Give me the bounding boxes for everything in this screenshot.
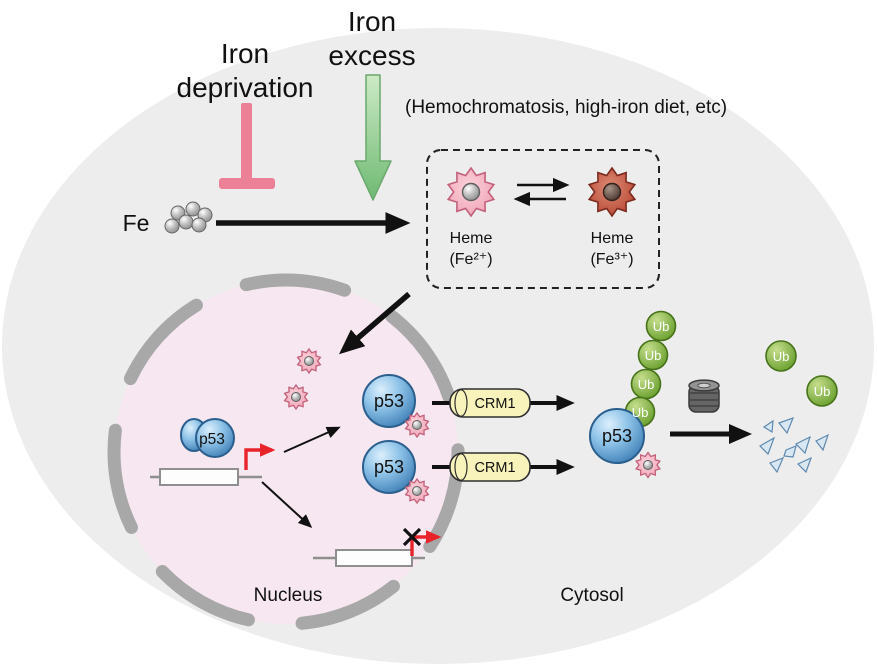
iron-deprivation-label-line1: Iron (221, 38, 269, 69)
p53-free-label-2: p53 (374, 457, 404, 477)
repression-arrow (261, 481, 313, 529)
crm1-channel-2 (449, 452, 531, 482)
cytosol-label: Cytosol (560, 585, 623, 606)
transcription-arrow (244, 443, 276, 470)
heme-fe2-icon (448, 168, 494, 216)
p53-cytosolic-complex (589, 408, 660, 478)
heme-import-arrow (338, 291, 411, 355)
ub-label-2: Ub (645, 348, 662, 363)
nuclear-heme-1 (298, 349, 321, 373)
p53-cytosolic-label: p53 (602, 426, 632, 446)
p53-heme-complex-2 (362, 440, 428, 503)
iron-excess-arrow (354, 74, 392, 201)
heme-fe2-label-line1: Heme (450, 230, 493, 247)
p53-dimer-label: p53 (199, 431, 225, 448)
crm1-channel-1 (449, 388, 531, 418)
p53-free-label-1: p53 (374, 391, 404, 411)
free-ub-label-1: Ub (773, 349, 790, 364)
nuclear-envelope (107, 273, 465, 631)
inhibition-bar (219, 103, 275, 189)
fe-label: Fe (123, 210, 150, 236)
nucleus-label: Nucleus (254, 585, 323, 606)
iron-excess-label-line2: excess (328, 40, 415, 71)
heme-fe3-icon (589, 168, 635, 216)
ub-label-4: Ub (632, 405, 649, 420)
iron-excess-label-line1: Iron (348, 6, 396, 37)
crm1-label-2: CRM1 (474, 460, 515, 476)
p53-heme-complex-1 (362, 374, 428, 437)
fe-particles (164, 201, 213, 234)
induction-arrow (283, 426, 341, 453)
free-ub-icon-2 (806, 375, 838, 407)
gene-active (150, 468, 262, 486)
ub-icon-1 (645, 310, 677, 342)
ub-label-1: Ub (653, 319, 670, 334)
condition-note: (Hemochromatosis, high-iron diet, etc) (405, 97, 727, 118)
p53-dimer (180, 418, 235, 458)
ub-label-3: Ub (638, 377, 655, 392)
nuclear-heme-2 (285, 385, 308, 409)
crm1-label-1: CRM1 (474, 396, 515, 412)
proteasome-icon (688, 379, 720, 413)
repression-x-icon (402, 527, 422, 547)
heme-fe3-label-line2: (Fe³⁺) (590, 251, 633, 268)
heme-fe2-label-line2: (Fe²⁺) (449, 251, 492, 268)
protein-fragments (759, 416, 830, 474)
free-ub-icon-1 (765, 340, 797, 372)
ub-icon-2 (637, 339, 669, 371)
cell-body (2, 28, 874, 664)
heme-equilibrium-box (426, 149, 660, 289)
gene-repressed (313, 549, 425, 567)
iron-deprivation-label-line2: deprivation (177, 72, 314, 103)
equilibrium-arrows-icon (513, 177, 570, 207)
heme-fe3-label-line1: Heme (591, 230, 634, 247)
free-ub-label-2: Ub (814, 384, 831, 399)
